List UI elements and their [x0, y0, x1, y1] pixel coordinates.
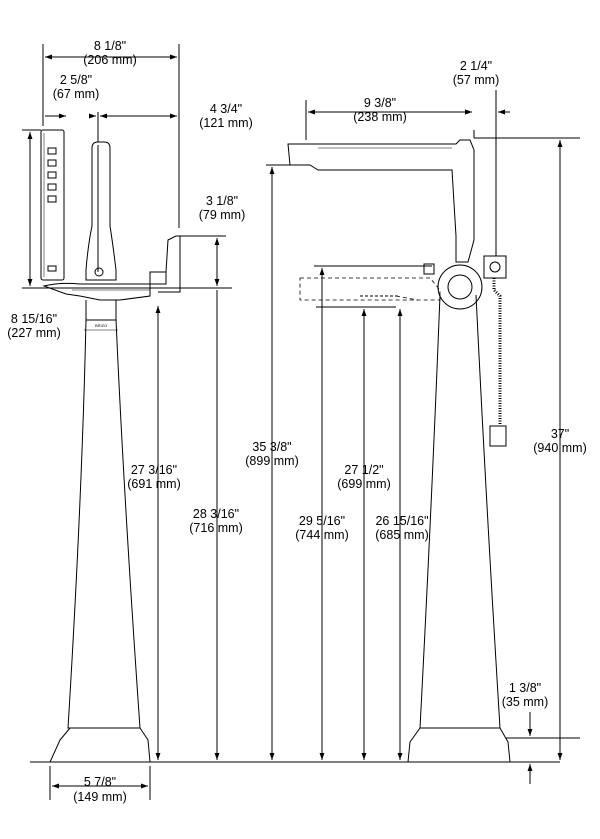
handshower: [40, 129, 65, 281]
dim-front-29-5-16-metric: (744 mm): [295, 528, 348, 542]
dim-top-total-metric: (206 mm): [83, 53, 136, 67]
dim-front-29-5-16-imperial: 29 5/16": [299, 514, 345, 528]
dim-base-width-imperial: 5 7/8": [84, 775, 116, 789]
dim-handshower-length-metric: (227 mm): [7, 326, 60, 340]
dimension-lines: [27, 54, 563, 789]
dim-side-28-3-16-imperial: 28 3/16": [193, 507, 239, 521]
dim-front-26-15-16-imperial: 26 15/16": [375, 514, 428, 528]
front-view-faucet: [287, 139, 511, 763]
dim-front-27-1-2-imperial: 27 1/2": [344, 463, 383, 477]
dim-spout-height-imperial: 35 3/8": [252, 440, 291, 454]
dim-handshower-length-imperial: 8 15/16": [11, 312, 57, 326]
dim-side-27-3-16-imperial: 27 3/16": [131, 463, 177, 477]
dim-spout-reach-metric: (238 mm): [353, 110, 406, 124]
extension-lines: [22, 44, 580, 800]
dim-hose-offset-imperial: 2 1/4": [460, 59, 492, 73]
dim-hose-offset-metric: (57 mm): [453, 73, 500, 87]
dim-total-height-imperial: 37": [551, 427, 569, 441]
dim-front-27-1-2-metric: (699 mm): [337, 477, 390, 491]
dim-spout-reach-imperial: 9 3/8": [364, 96, 396, 110]
brand-mark: BRIZO: [95, 323, 107, 328]
dim-side-28-3-16-metric: (716 mm): [189, 521, 242, 535]
dim-side-27-3-16-metric: (691 mm): [127, 477, 180, 491]
dim-spout-height-metric: (899 mm): [245, 454, 298, 468]
dim-body-to-spout-imperial: 4 3/4": [210, 102, 242, 116]
dim-front-26-15-16-metric: (685 mm): [375, 528, 428, 542]
dim-top-total-imperial: 8 1/8": [94, 39, 126, 53]
dim-handshower-offset-imperial: 2 5/8": [60, 73, 92, 87]
dim-handshower-offset-metric: (67 mm): [53, 87, 100, 101]
dim-base-height-imperial: 1 3/8": [509, 681, 541, 695]
dim-base-height-metric: (35 mm): [502, 695, 549, 709]
dim-body-to-spout-metric: (121 mm): [199, 116, 252, 130]
dim-handle-height-imperial: 3 1/8": [206, 194, 238, 208]
dimension-labels: 8 1/8" (206 mm) 2 5/8" (67 mm) 4 3/4" (1…: [7, 39, 586, 804]
side-view-faucet: [40, 129, 181, 763]
dim-handle-height-metric: (79 mm): [199, 208, 246, 222]
dim-base-width-metric: (149 mm): [73, 790, 126, 804]
dim-total-height-metric: (940 mm): [533, 441, 586, 455]
